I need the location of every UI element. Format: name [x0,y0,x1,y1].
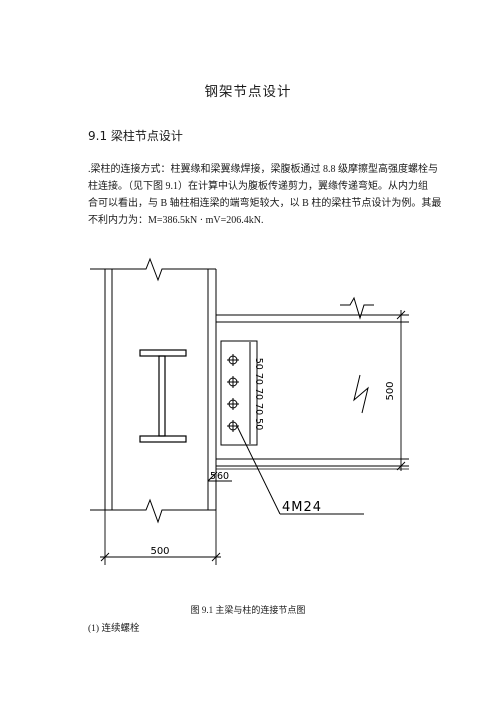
page-title: 钢架节点设计 [204,84,292,100]
weld-leader [207,471,232,482]
section-heading: 9.1 梁柱节点设计 [88,129,183,143]
bolt-spacing-label: 50 70 70 70 50 [253,358,264,431]
bolt [227,398,239,410]
joint-drawing: 50 70 70 70 50 500 500 5 60 4M24 [82,250,412,585]
bolt-leader [236,425,364,515]
column-top-break-line [90,257,216,282]
paragraph-line: .梁柱的连接方式：柱翼缘和梁翼缘焊接，梁腹板通过 8.8 级摩擦型高强度螺栓与 [88,164,438,175]
figure-caption: 图 9.1 主梁与柱的连接节点图 [190,605,306,615]
bolt [227,376,239,388]
paragraph-line: 柱连接。（见下图 9.1）在计算中认为腹板传递剪力，翼缘传递弯矩。从内力组 [88,181,428,192]
beam [216,314,409,470]
right-dimension-label: 500 [385,381,396,400]
right-dimension [392,310,409,471]
paragraph-line: 合可以看出，与 B 轴柱相连梁的端弯矩较大，以 B 柱的梁柱节点设计为例。其最 [88,198,442,209]
body-paragraph: .梁柱的连接方式：柱翼缘和梁翼缘焊接，梁腹板通过 8.8 级摩擦型高强度螺栓与 … [88,161,442,229]
bolt-group [227,354,239,432]
bottom-dimension [100,510,221,565]
paragraph-line: 不利内力为：M=386.5kN · mV=206.4kN. [88,215,264,226]
bottom-dimension-label: 500 [150,546,169,557]
subheading: (1) 连续螺栓 [88,624,140,634]
beam-break-line [353,374,369,414]
connection-plate [220,340,258,446]
beam-top-break-line [340,296,374,320]
bolt [227,354,239,366]
column-i-section [139,349,187,443]
weld-length-label: 60 [217,471,229,482]
column-bottom-break-line [90,498,216,524]
joint-drawing-svg: 50 70 70 70 50 500 500 5 60 4M24 [90,257,409,565]
bolt-label: 4M24 [282,500,322,515]
weld-size-label: 5 [210,471,216,482]
